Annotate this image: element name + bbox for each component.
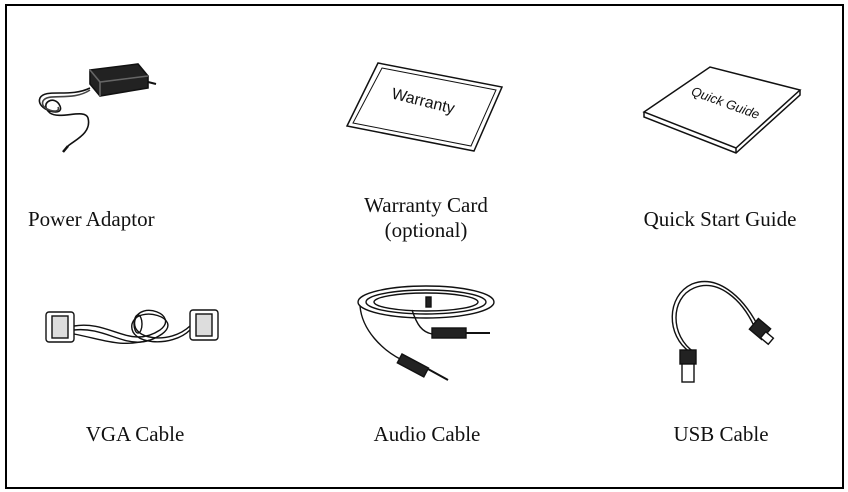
power-adaptor-label: Power Adaptor	[28, 207, 155, 231]
audio-cable-label: Audio Cable	[373, 422, 481, 446]
usb-cable-label: USB Cable	[673, 422, 769, 446]
package-contents-frame	[5, 4, 844, 489]
warranty-card-note: (optional)	[384, 218, 468, 242]
warranty-card-label: Warranty Card (optional)	[346, 193, 506, 243]
vga-cable-icon	[45, 309, 219, 345]
power-adaptor-icon	[38, 63, 157, 153]
warranty-card-title: Warranty Card	[364, 193, 488, 217]
audio-cable-icon	[357, 285, 495, 381]
vga-cable-label: VGA Cable	[85, 422, 185, 446]
quick-start-guide-label: Quick Start Guide	[643, 207, 797, 231]
warranty-card-icon: Warranty	[345, 62, 504, 152]
quick-guide-icon: Quick Guide	[642, 66, 802, 154]
usb-cable-icon	[671, 280, 775, 383]
